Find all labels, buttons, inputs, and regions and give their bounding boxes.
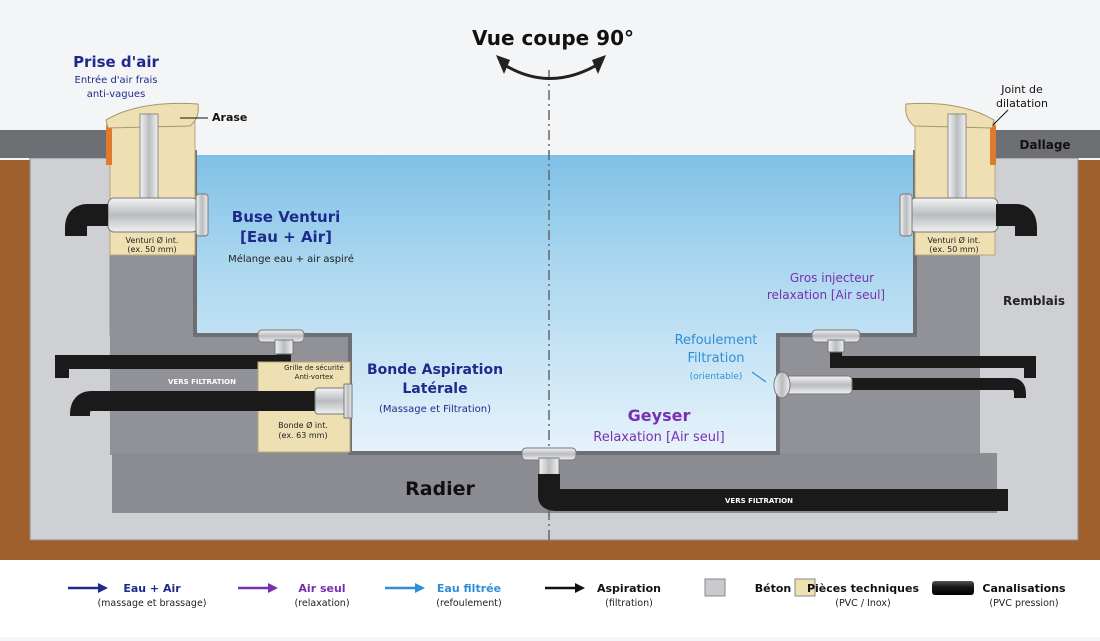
refoulement-2: Filtration (687, 351, 744, 366)
bonde-dim-2: (ex. 63 mm) (278, 431, 327, 440)
gros-injecteur-1: Gros injecteur (790, 271, 874, 285)
legend-sub-3: (filtration) (605, 598, 653, 609)
legend-pipe-6 (932, 581, 974, 595)
joint-label-2: dilatation (996, 97, 1048, 110)
pipe-upper-right (830, 345, 1036, 378)
legend-sub-0: (massage et brassage) (97, 598, 206, 609)
geyser-2: Relaxation [Air seul] (593, 430, 724, 445)
gros-injecteur-2: relaxation [Air seul] (767, 288, 885, 302)
pipe-lower-left (70, 391, 320, 416)
prise-air-sub2: anti-vagues (87, 89, 146, 100)
pipe-venturi-left (65, 204, 108, 236)
venturi-body-right (909, 197, 999, 233)
pipe-upper-left (55, 350, 291, 378)
venturi-right-dim-1: Venturi Ø int. (928, 235, 981, 245)
joint-right (990, 125, 996, 165)
bonde-title-2: Latérale (402, 381, 467, 397)
venturi-title-1: Buse Venturi (232, 208, 340, 226)
legend-sub-6: (PVC pression) (989, 598, 1058, 609)
joint-label-1: Joint de (1000, 83, 1043, 96)
prise-air-sub1: Entrée d'air frais (75, 74, 158, 86)
geyser-neck (538, 457, 560, 477)
legend-label-4: Béton (755, 582, 792, 595)
water (195, 155, 915, 453)
venturi-left-dim-1: Venturi Ø int. (126, 235, 179, 245)
legend-swatch-5 (794, 578, 816, 597)
legend-label-3: Aspiration (597, 582, 661, 595)
legend-sub-5: (PVC / Inox) (835, 598, 890, 609)
air-tube-right (947, 113, 967, 205)
legend-label-0: Eau + Air (123, 582, 181, 595)
legend-swatch-4 (704, 578, 726, 597)
arase-label: Arase (212, 111, 247, 124)
pipe-venturi-right (996, 204, 1037, 236)
legend-arrowhead-1 (268, 583, 278, 593)
venturi-right-dim-2: (ex. 50 mm) (929, 245, 978, 254)
dallage-right (990, 130, 1100, 158)
bonde-dim-1: Bonde Ø int. (278, 420, 328, 430)
title: Vue coupe 90° (472, 26, 634, 50)
legend-bar (0, 560, 1100, 637)
venturi-sub: Mélange eau + air aspiré (228, 253, 354, 265)
air-tube-left (139, 113, 159, 205)
injector-neck-right (827, 339, 845, 353)
dallage-label: Dallage (1019, 138, 1070, 152)
legend-arrowhead-3 (575, 583, 585, 593)
refoulement-leader (751, 371, 767, 383)
soil-bottom (0, 537, 1100, 560)
prise-air-title: Prise d'air (73, 53, 159, 71)
venturi-body-left (107, 197, 199, 233)
refoulement-nozzle (773, 371, 791, 399)
pipe-geyser (538, 474, 1008, 511)
joint-leader (992, 109, 1009, 126)
legend: Eau + Air (massage et brassage) Air seul (r… (68, 578, 1066, 609)
joint-left (106, 125, 112, 165)
rotation-arrow-head-right (592, 55, 606, 74)
legend-sub-2: (refoulement) (436, 598, 501, 609)
legend-arrowhead-0 (98, 583, 108, 593)
bonde-title-1: Bonde Aspiration (367, 362, 503, 378)
geyser-1: Geyser (628, 406, 691, 425)
rotation-arrow (499, 60, 603, 80)
refoulement-3: (orientable) (690, 372, 743, 382)
vers-filtration-left: VERS FILTRATION (168, 378, 236, 386)
rotation-arrow-head-left (496, 55, 510, 74)
refoulement-1: Refoulement (675, 333, 758, 348)
grille-label-1: Grille de sécurité (284, 364, 344, 372)
legend-label-2: Eau filtrée (437, 582, 501, 595)
legend-arrowhead-2 (415, 583, 425, 593)
drain-neck-left (274, 339, 294, 355)
venturi-nozzle-left (195, 193, 209, 237)
grille-label-2: Anti-vortex (295, 373, 334, 381)
legend-sub-1: (relaxation) (294, 598, 349, 609)
refoulement-body (783, 375, 853, 395)
legend-label-5: Pièces techniques (807, 582, 919, 595)
venturi-nozzle-right (899, 193, 913, 237)
bonde-sub: (Massage et Filtration) (379, 404, 491, 415)
vers-filtration-bottom: VERS FILTRATION (725, 497, 793, 505)
bonde-flange (343, 383, 353, 419)
radier-label: Radier (405, 478, 475, 500)
legend-label-1: Air seul (298, 582, 345, 595)
pipe-mid-right (850, 378, 1026, 398)
venturi-title-2: [Eau + Air] (240, 228, 332, 246)
legend-label-6: Canalisations (982, 582, 1066, 595)
remblais-label: Remblais (1003, 294, 1065, 308)
dallage-left (0, 130, 112, 158)
venturi-left-dim-2: (ex. 50 mm) (127, 245, 176, 254)
